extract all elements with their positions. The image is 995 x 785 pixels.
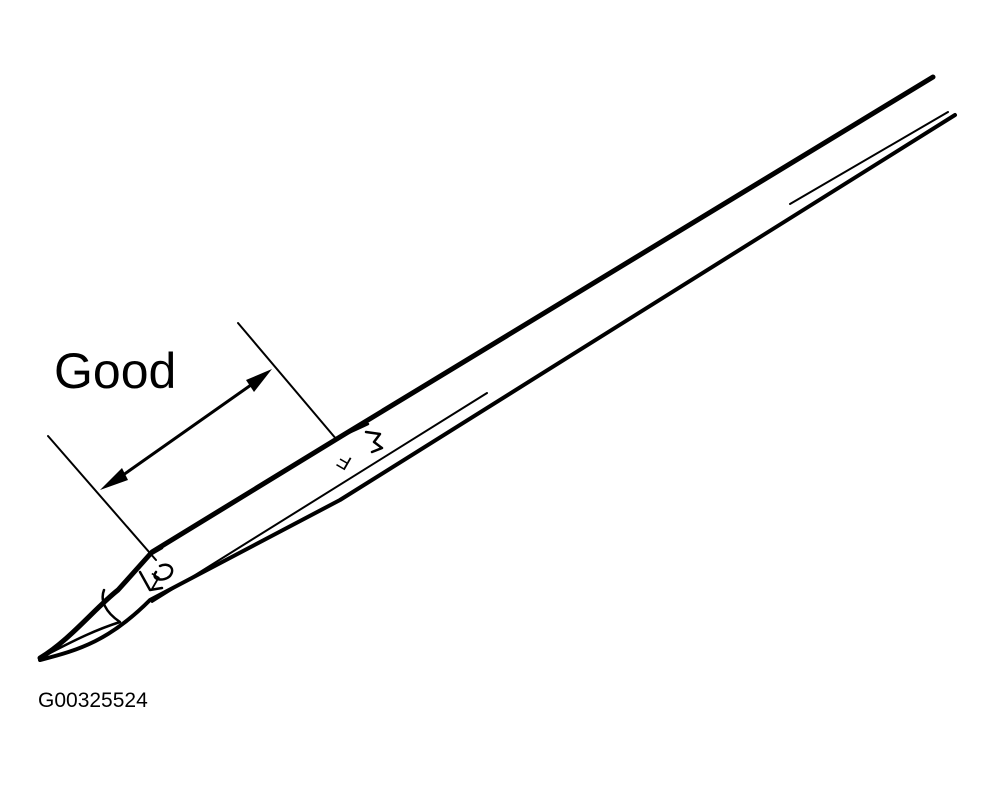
extension-line-upper [237,322,338,441]
figure-id: G00325524 [38,689,148,712]
arrowhead-upper [246,369,272,392]
dipstick-tip-contour [44,588,122,657]
lower-etch-mark [138,546,174,592]
arrowhead-lower [100,468,128,490]
dipstick-highlight-upper [789,111,949,205]
extension-line-lower [47,435,157,561]
dipstick-upper-edge [37,74,936,661]
dipstick-lower-edge [38,113,957,662]
upper-mark-text: F [334,449,356,474]
dipstick-highlight-lower [151,392,488,603]
dimension-line [114,378,260,482]
good-range-label: Good [54,343,177,399]
upper-etch-mark [336,422,384,454]
